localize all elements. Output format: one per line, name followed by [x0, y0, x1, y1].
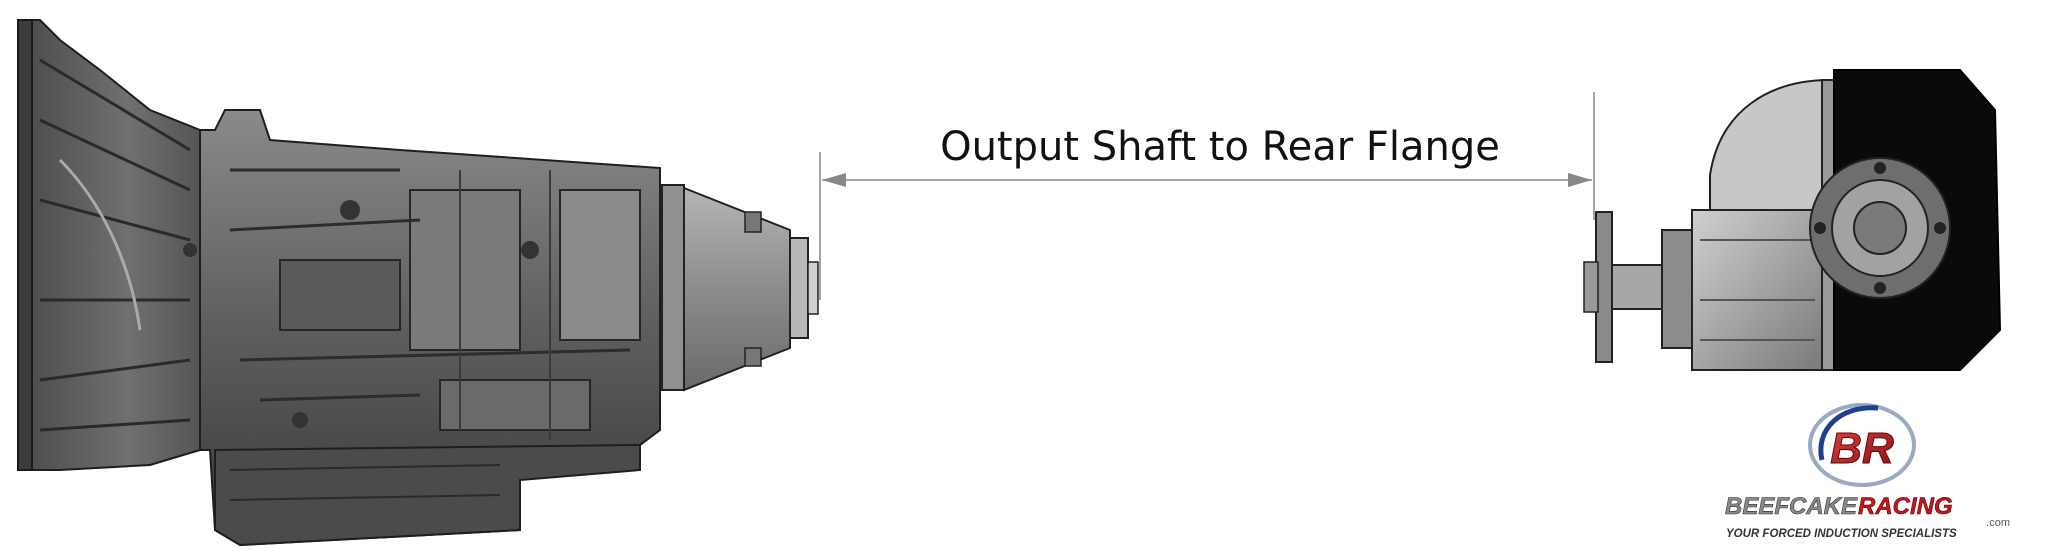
rear-differential [1583, 69, 2002, 371]
logo-brand-part2: RACING [1858, 493, 1953, 520]
right-arrowhead [1568, 173, 1592, 187]
dimension-label: Output Shaft to Rear Flange [940, 124, 1500, 170]
left-arrowhead [822, 173, 846, 187]
logo-brand-part1: BEEFCAKE [1725, 493, 1858, 520]
logo-tagline: YOUR FORCED INDUCTION SPECIALISTS [1726, 528, 1957, 540]
dimension-line [819, 92, 1595, 300]
transmission [17, 19, 819, 547]
beefcake-racing-logo: BR BEEFCAKE RACING .com YOUR FORCED INDU… [1725, 403, 2010, 540]
logo-monogram: BR [1830, 424, 1894, 473]
logo-domain: .com [1986, 517, 2010, 529]
